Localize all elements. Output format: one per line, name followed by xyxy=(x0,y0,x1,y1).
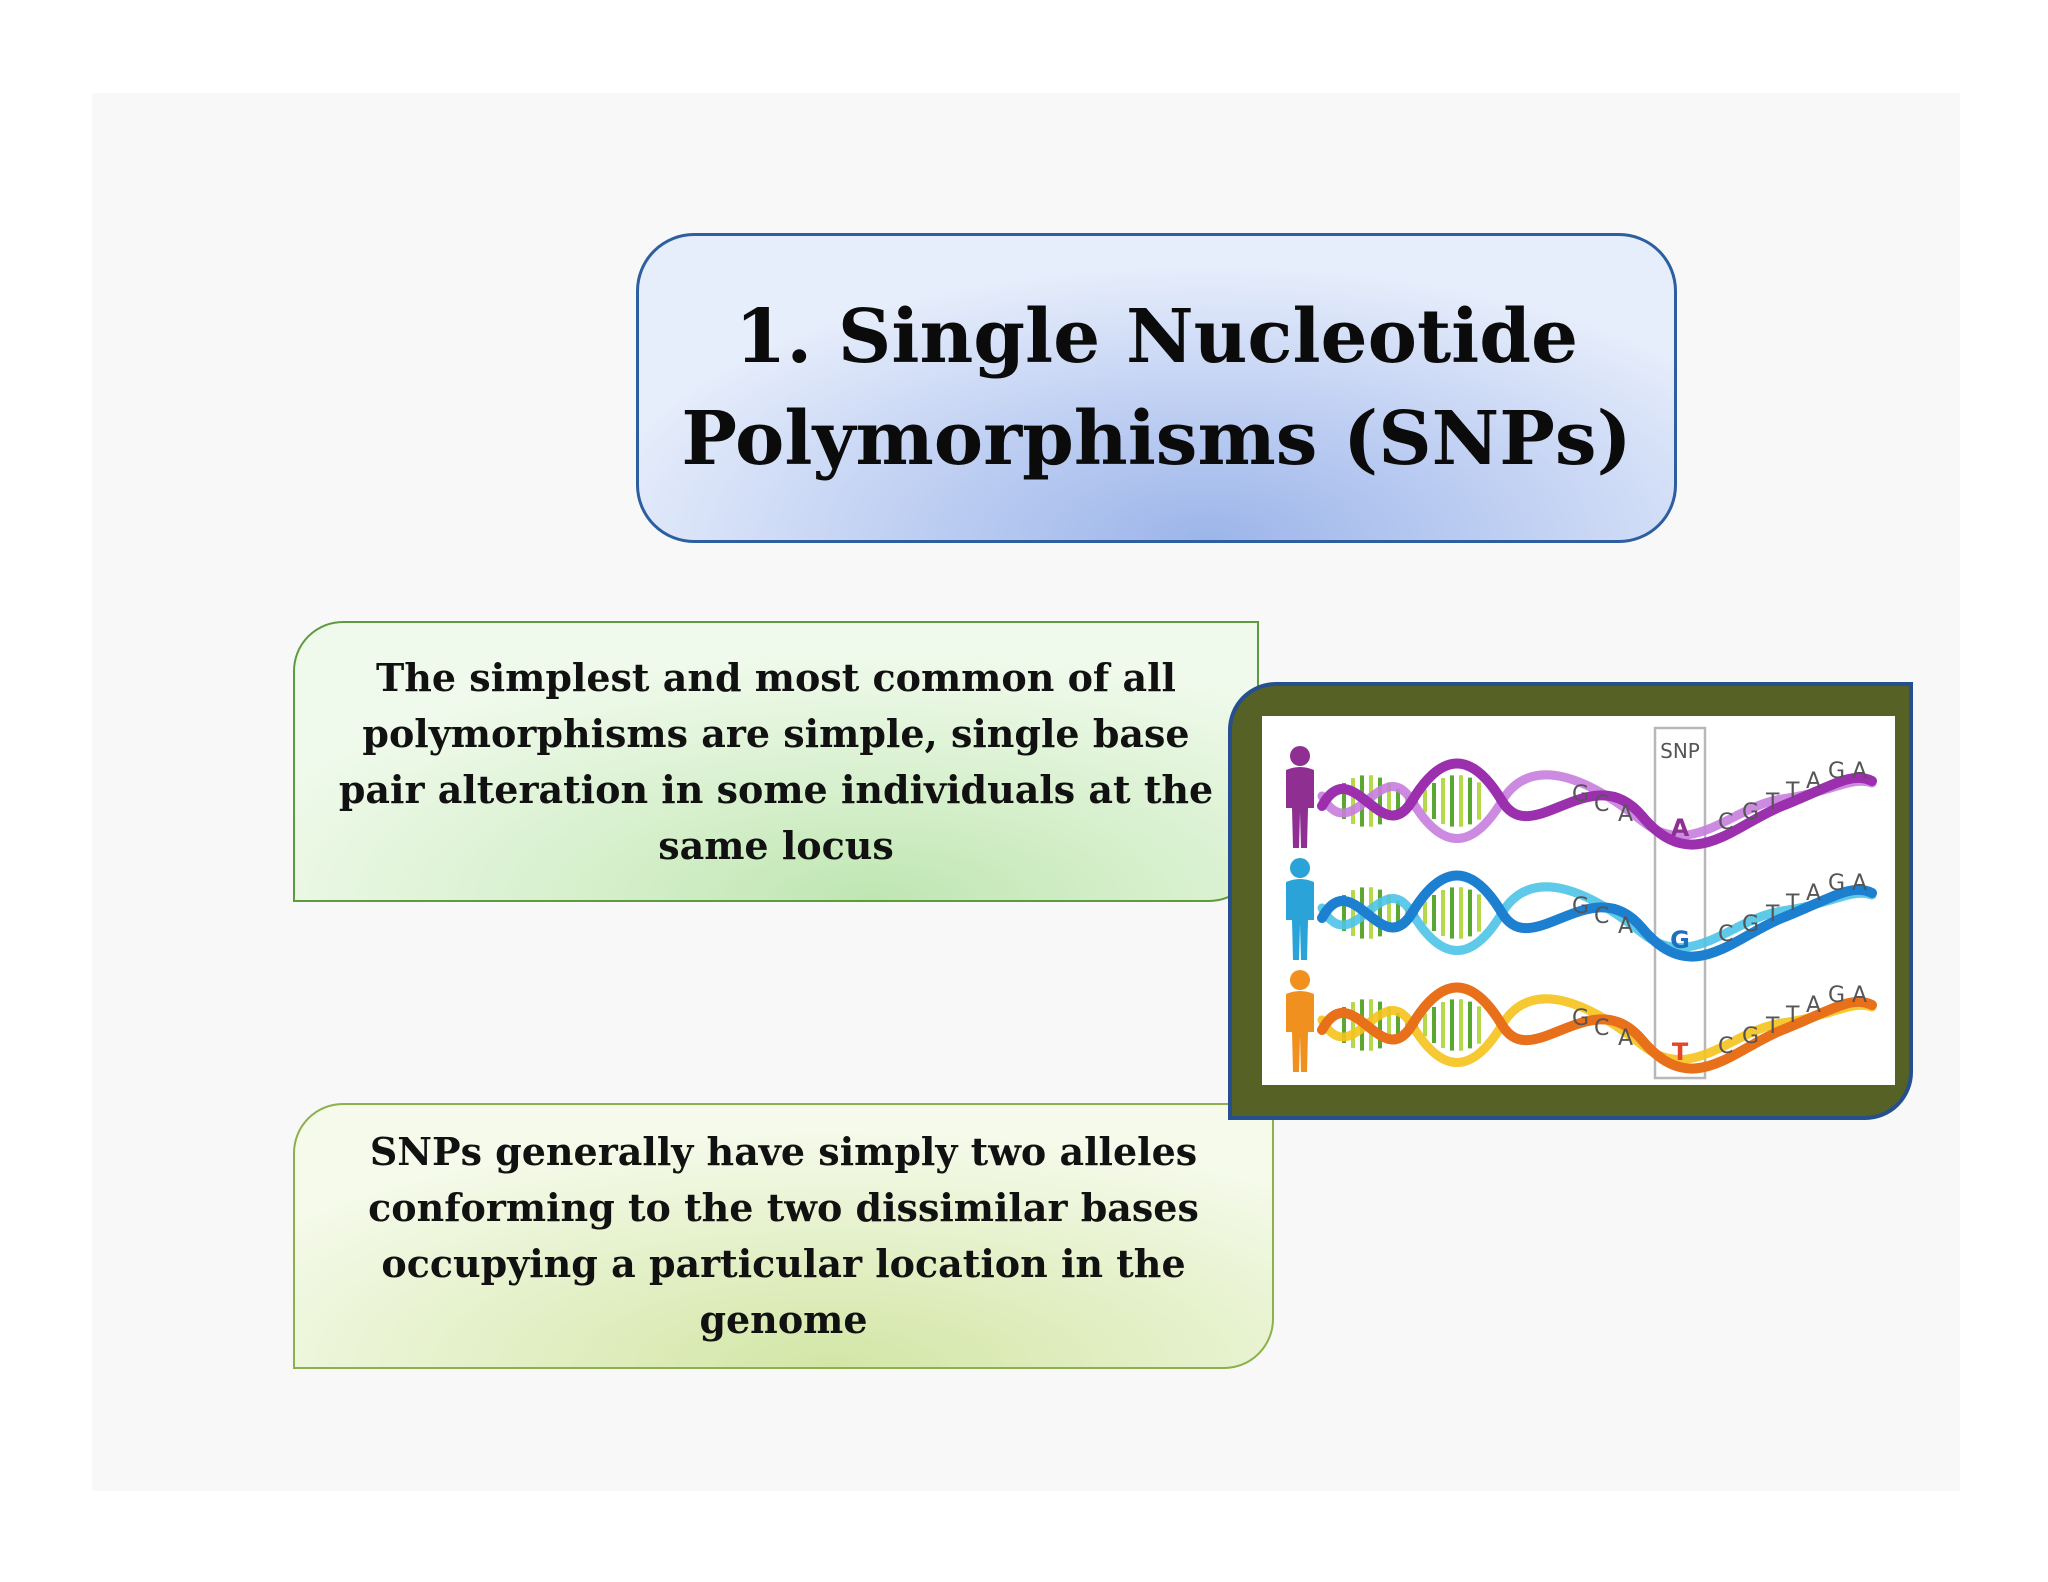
snp-base-letter: A xyxy=(1671,814,1690,842)
base-letter: G xyxy=(1742,800,1759,825)
dna-strand xyxy=(1317,770,1877,843)
dna-strand xyxy=(1317,882,1877,955)
person-icon xyxy=(1286,767,1314,848)
base-letter: A xyxy=(1618,914,1633,939)
base-letter: A xyxy=(1806,993,1821,1018)
base-letter: T xyxy=(1785,891,1800,916)
base-letter: G xyxy=(1742,1024,1759,1049)
callout-line: The simplest and most common of all xyxy=(375,654,1176,700)
snp-label: SNP xyxy=(1660,739,1700,763)
base-letter: G xyxy=(1828,759,1845,784)
callout-line: genome xyxy=(699,1297,868,1342)
callout-alleles: SNPs generally have simply two alleles c… xyxy=(293,1103,1274,1369)
person-icon xyxy=(1290,746,1310,766)
callout-line: SNPs generally have simply two alleles xyxy=(369,1129,1198,1174)
base-letter: A xyxy=(1852,871,1867,896)
base-letter: T xyxy=(1785,1003,1800,1028)
base-letter: C xyxy=(1594,1016,1609,1041)
base-letter: A xyxy=(1618,1026,1633,1051)
snp-base-letter: T xyxy=(1672,1038,1689,1066)
callout-line: polymorphisms are simple, single base xyxy=(362,710,1190,756)
base-letter: A xyxy=(1852,983,1867,1008)
base-letter: G xyxy=(1572,782,1589,807)
base-letter: G xyxy=(1742,912,1759,937)
snp-highlight-column xyxy=(1653,726,1707,1080)
base-letter: T xyxy=(1785,779,1800,804)
person-icon xyxy=(1286,879,1314,960)
dna-strand xyxy=(1317,758,1877,850)
person-icon xyxy=(1290,970,1310,990)
callout-line: conforming to the two dissimilar bases xyxy=(368,1185,1199,1230)
callout-line: pair alteration in some individuals at t… xyxy=(338,766,1214,812)
base-letter: A xyxy=(1852,759,1867,784)
base-letter: G xyxy=(1828,983,1845,1008)
callout-line: same locus xyxy=(658,822,894,868)
dna-strand xyxy=(1317,870,1877,962)
base-letter: T xyxy=(1765,790,1780,815)
base-letter: C xyxy=(1718,810,1733,835)
person-icon xyxy=(1290,858,1310,878)
title-line-2: Polymorphisms (SNPs) xyxy=(681,396,1632,482)
person-icon xyxy=(1286,991,1314,1072)
base-letter: C xyxy=(1718,922,1733,947)
base-letter: A xyxy=(1618,802,1633,827)
title-line-1: 1. Single Nucleotide xyxy=(734,294,1579,380)
base-letter: A xyxy=(1806,769,1821,794)
base-letter: C xyxy=(1594,904,1609,929)
base-letter: C xyxy=(1594,792,1609,817)
base-letter: A xyxy=(1806,881,1821,906)
callout-definition-text: The simplest and most common of all poly… xyxy=(339,650,1213,874)
callout-definition: The simplest and most common of all poly… xyxy=(293,621,1259,902)
dna-strand xyxy=(1317,982,1877,1074)
snp-base-letter: G xyxy=(1670,926,1690,954)
base-letter: G xyxy=(1572,1006,1589,1031)
dna-strand xyxy=(1317,994,1877,1067)
base-letter: C xyxy=(1718,1034,1733,1059)
callout-line: occupying a particular location in the xyxy=(381,1241,1186,1286)
callout-alleles-text: SNPs generally have simply two alleles c… xyxy=(368,1124,1199,1348)
base-letter: G xyxy=(1828,871,1845,896)
base-letter: T xyxy=(1765,902,1780,927)
base-letter: G xyxy=(1572,894,1589,919)
title-box: 1. Single Nucleotide Polymorphisms (SNPs… xyxy=(636,233,1677,543)
base-letter: T xyxy=(1765,1014,1780,1039)
